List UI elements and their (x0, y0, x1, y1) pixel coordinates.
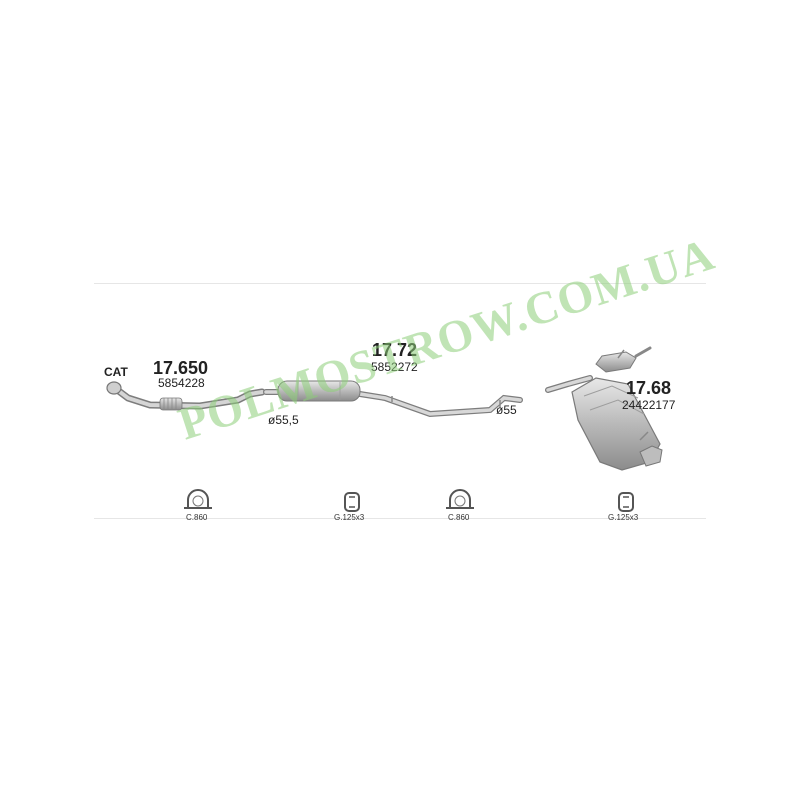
fitting-code: G.125x3 (334, 513, 365, 522)
upper-tailpipe-icon (595, 351, 637, 373)
part-number-rear: 17.68 (626, 378, 672, 398)
fitting-code: C.860 (448, 513, 470, 522)
flange-icon (106, 381, 122, 395)
diameter-label-rear: ø55 (496, 403, 517, 417)
fitting-code: G.125x3 (608, 513, 639, 522)
rubber-hanger-icon (344, 492, 360, 512)
front-pipe-part (106, 381, 266, 411)
part-number-front-pipe: 17.650 (153, 358, 209, 378)
diagram-frame (94, 283, 706, 519)
clamp-icon (184, 489, 212, 509)
flex-joint-icon (159, 397, 183, 411)
oem-number-rear: 24422177 (622, 398, 676, 412)
rear-silencer-part (545, 346, 663, 471)
clamp-icon (446, 489, 474, 509)
tailpipe-icon (639, 445, 663, 467)
part-number-centre: 17.72 (372, 340, 418, 360)
centre-silencer-icon (277, 380, 361, 402)
oem-number-front-pipe: 5854228 (158, 376, 205, 390)
fitting-code: C.860 (186, 513, 208, 522)
rubber-hanger-icon (618, 492, 634, 512)
oem-number-centre: 5852272 (371, 360, 418, 374)
diameter-label-front: ø55,5 (268, 413, 299, 427)
centre-silencer-part (263, 380, 523, 418)
cat-label: CAT (104, 365, 128, 379)
